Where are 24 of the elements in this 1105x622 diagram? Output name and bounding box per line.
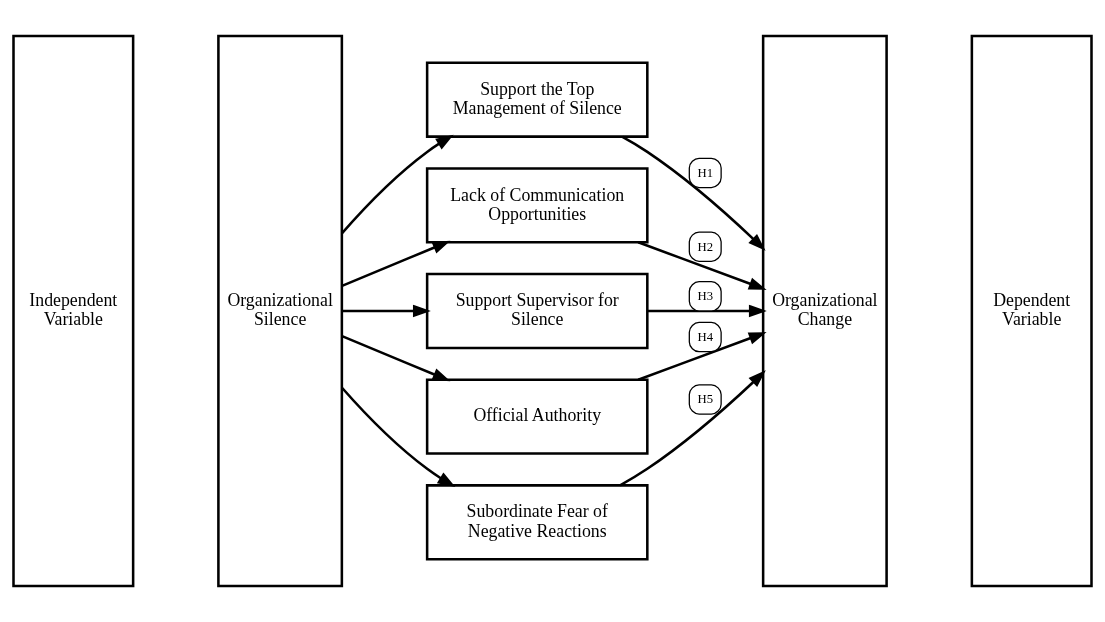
node-box: Dependent Variable <box>970 34 1093 588</box>
arrow <box>621 135 766 251</box>
edge-label: H3 <box>697 289 714 304</box>
arrow <box>341 134 454 234</box>
edge-label: H2 <box>697 239 714 254</box>
edge-label: H1 <box>697 165 714 180</box>
node-box: Official Authority <box>425 378 649 455</box>
arrow <box>637 241 767 290</box>
node-box: Subordinate Fear of Negative Reactions <box>425 484 649 561</box>
arrow <box>341 386 456 488</box>
arrow <box>619 370 766 487</box>
arrow <box>341 240 451 287</box>
node-box: Lack of Communication Opportunities <box>425 167 649 244</box>
edge-label: H4 <box>697 329 714 344</box>
arrow <box>342 304 431 318</box>
node-box: Independent Variable <box>12 34 135 588</box>
node-box: Organizational Silence <box>217 34 344 588</box>
node-box: Organizational Change <box>761 34 888 588</box>
arrow <box>647 304 767 318</box>
node-box: Support Supervisor for Silence <box>425 272 649 350</box>
node-box: Support the Top Management of Silence <box>425 61 649 138</box>
arrow <box>637 332 767 381</box>
arrow <box>341 335 451 382</box>
edge-label: H5 <box>697 392 714 407</box>
